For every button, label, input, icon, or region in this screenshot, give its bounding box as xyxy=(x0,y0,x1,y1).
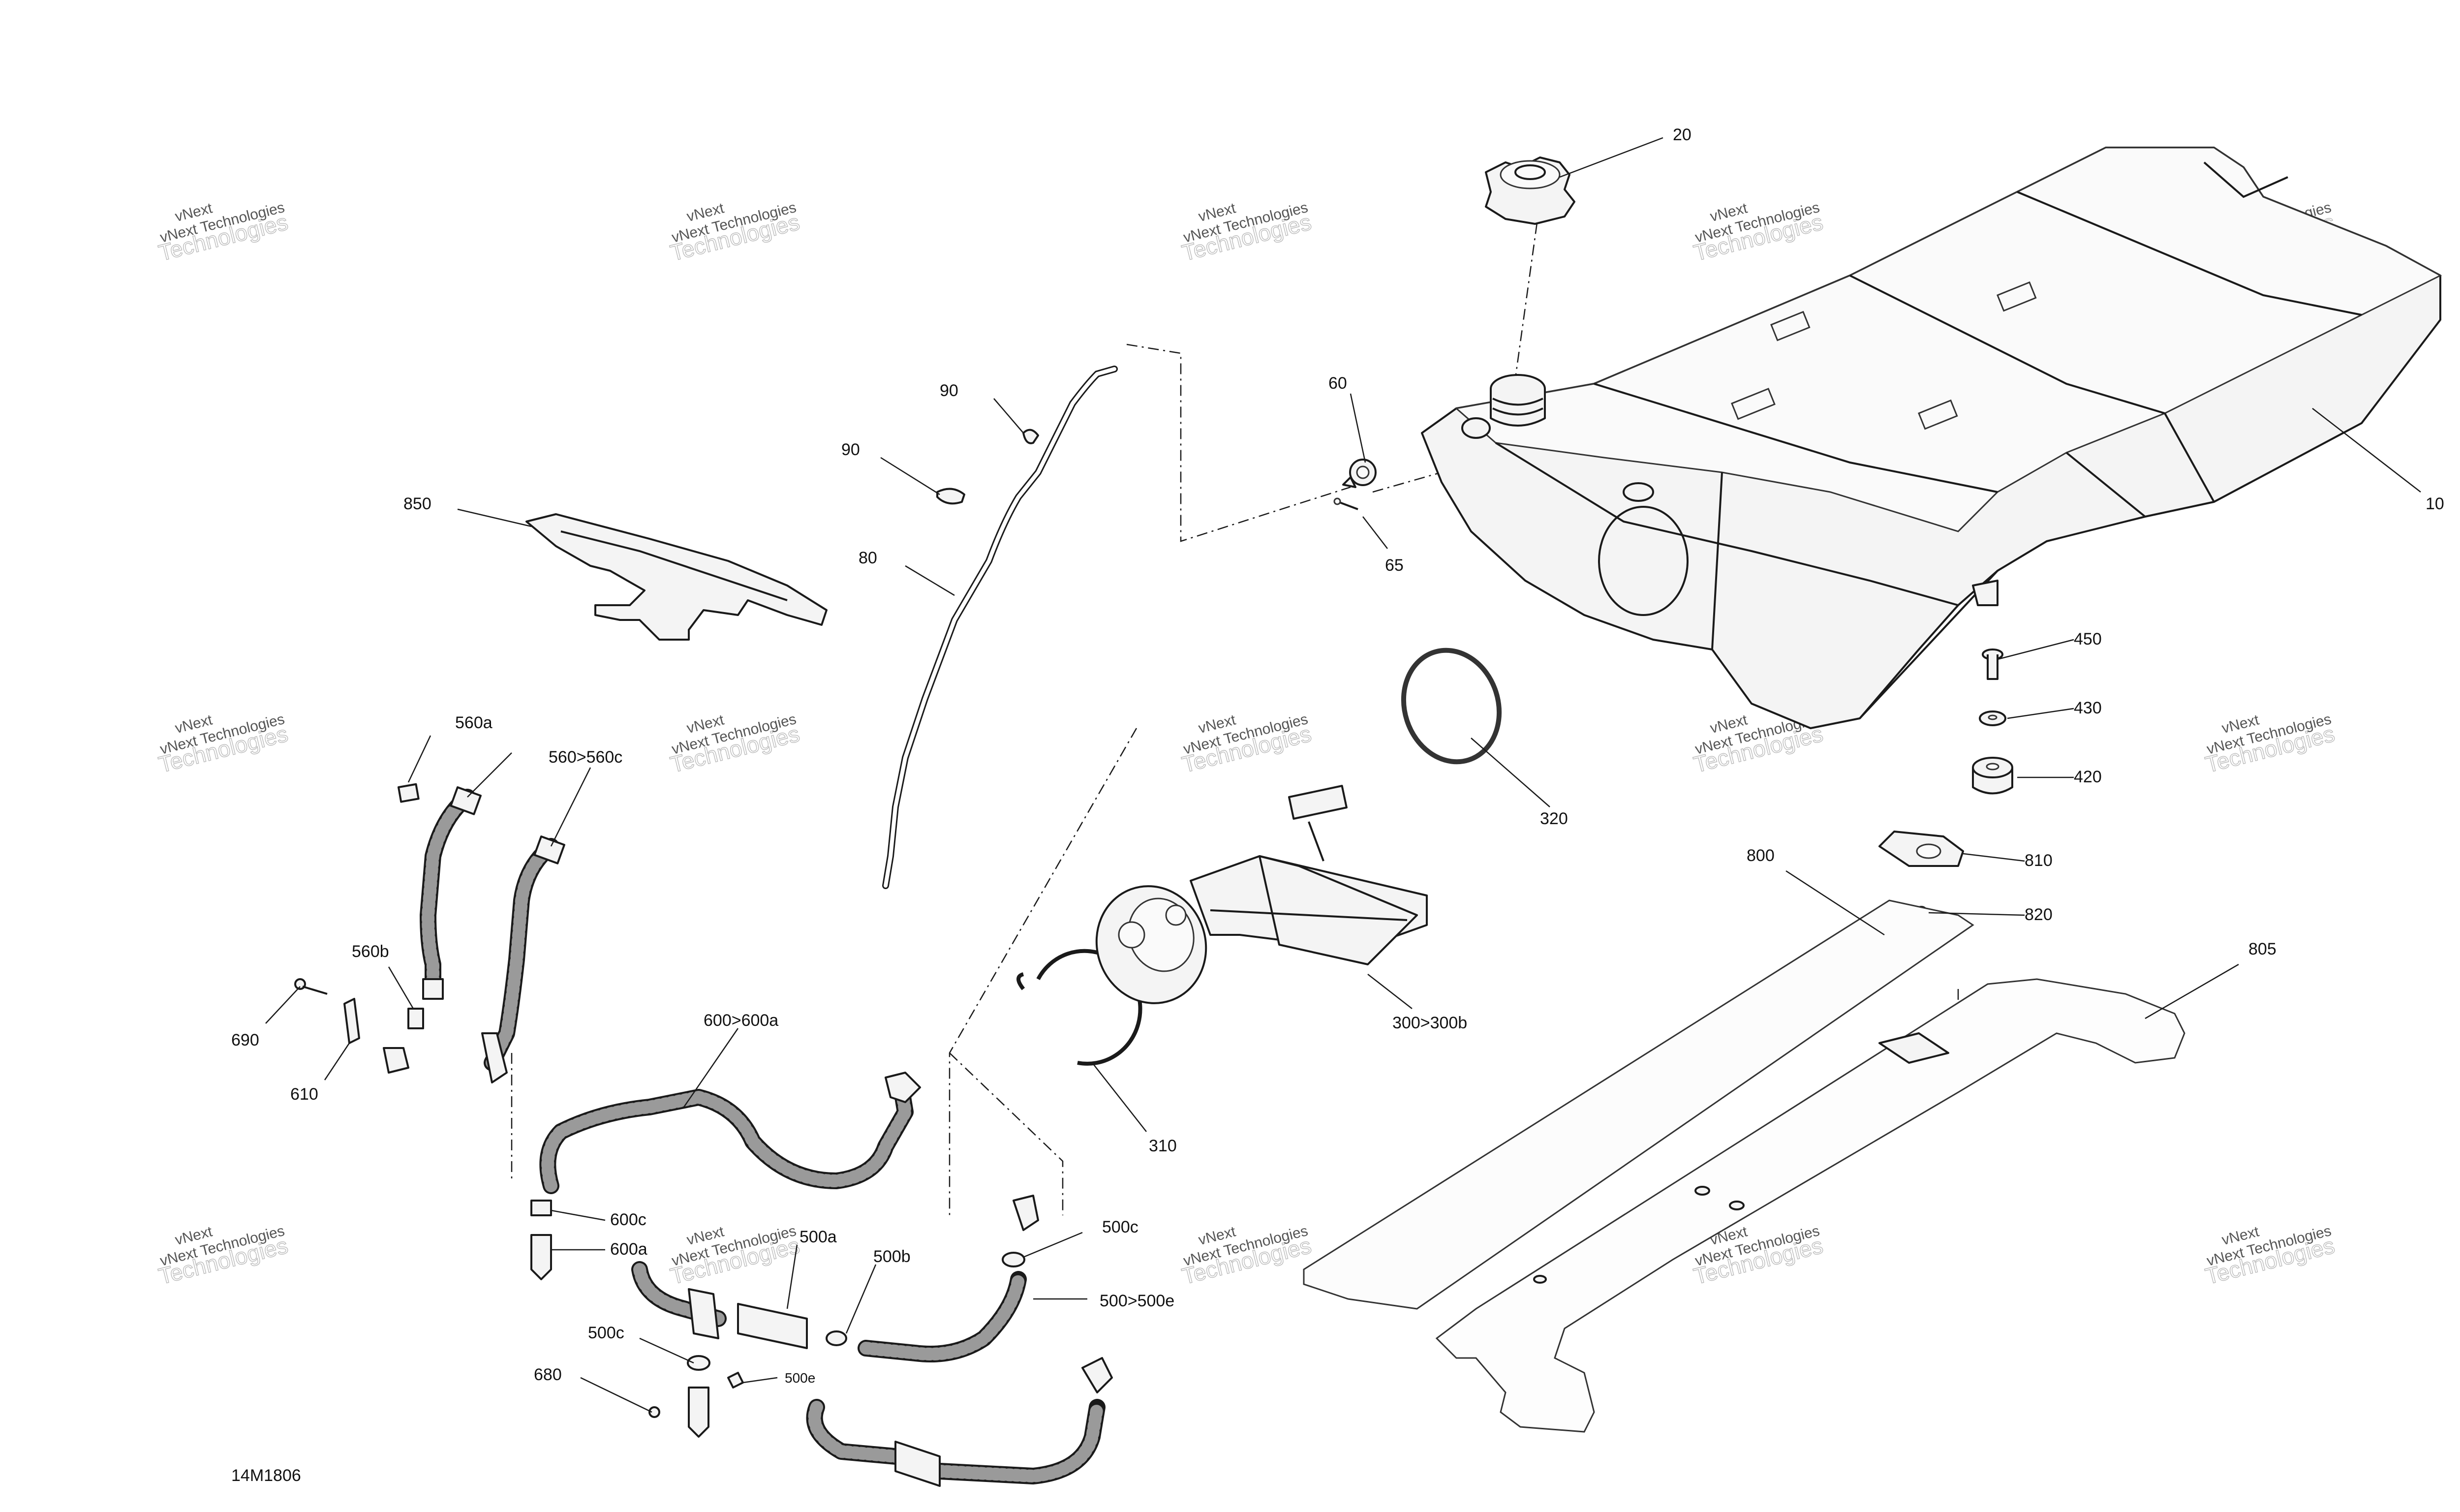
retaining-clip xyxy=(1878,831,1964,867)
hose-sleeve-560a xyxy=(397,783,420,803)
callout-65: 65 xyxy=(1385,556,1404,575)
rollover-valve xyxy=(1342,459,1377,488)
callout-500c-right: 500c xyxy=(1102,1218,1138,1236)
callout-800: 800 xyxy=(1747,846,1775,865)
figure-reference: 14M1806 xyxy=(231,1466,301,1485)
fuel-filter-500a xyxy=(631,1261,808,1349)
leader-lines xyxy=(265,137,2421,1413)
clamp-500c xyxy=(1002,1252,1025,1267)
callout-560-560c: 560>560c xyxy=(549,748,622,767)
watermark: vNext vNext Technologies Technologies xyxy=(2202,711,2337,778)
protective-plate-lower xyxy=(1435,978,2185,1433)
watermark: vNext vNext Technologies Technologies xyxy=(1179,199,1314,266)
callout-10: 10 xyxy=(2426,494,2444,513)
callout-90-lower: 90 xyxy=(841,440,860,459)
callout-500c-left: 500c xyxy=(588,1324,624,1342)
fuel-cap xyxy=(1485,156,1575,225)
callout-690: 690 xyxy=(231,1031,259,1049)
hose-clamp xyxy=(936,488,965,505)
watermark: vNext vNext Technologies Technologies xyxy=(667,711,802,778)
callout-500b: 500b xyxy=(873,1247,911,1266)
callout-600-600a: 600>600a xyxy=(704,1011,778,1030)
pump-o-ring xyxy=(1401,648,1502,765)
callout-320: 320 xyxy=(1540,809,1568,828)
clamp-500c-left xyxy=(687,1355,710,1371)
watermark: vNext vNext Technologies Technologies xyxy=(667,1223,802,1290)
callout-300-300b: 300>300b xyxy=(1392,1014,1467,1032)
callout-60: 60 xyxy=(1328,374,1347,393)
callout-850: 850 xyxy=(403,494,431,513)
callout-450: 450 xyxy=(2074,630,2102,648)
watermark: vNext vNext Technologies Technologies xyxy=(155,711,291,778)
hose-clamp xyxy=(1022,429,1039,444)
fuel-hose-500 xyxy=(806,1195,1113,1487)
callout-310: 310 xyxy=(1149,1137,1177,1155)
heat-shield xyxy=(525,513,828,641)
fuel-pump-module xyxy=(1095,785,1428,1004)
callout-610: 610 xyxy=(290,1085,318,1104)
clamp-500b xyxy=(826,1330,847,1346)
protective-plate-upper xyxy=(1303,899,1974,1310)
callout-805: 805 xyxy=(2248,940,2276,958)
callout-80: 80 xyxy=(859,549,877,567)
watermark: vNext vNext Technologies Technologies xyxy=(667,199,802,266)
watermark: vNext vNext Technologies Technologies xyxy=(1179,711,1314,778)
fuel-hose-560b xyxy=(481,835,565,1083)
callout-500-500e: 500>500e xyxy=(1100,1292,1174,1310)
fuel-hose-600 xyxy=(539,1072,921,1194)
washer xyxy=(1979,710,2006,726)
vent-tube xyxy=(882,366,1118,889)
fuel-hose-560a xyxy=(420,786,482,1000)
callout-500e: 500e xyxy=(785,1370,815,1386)
watermark: vNext vNext Technologies Technologies xyxy=(155,199,291,266)
callout-600c: 600c xyxy=(610,1210,646,1229)
watermark: vNext vNext Technologies Technologies xyxy=(1179,1223,1314,1290)
watermark: vNext vNext Technologies Technologies xyxy=(1691,199,1826,266)
fitting-680 xyxy=(648,1387,709,1438)
callout-600a: 600a xyxy=(610,1240,647,1259)
callout-560b: 560b xyxy=(352,942,389,961)
clamp-600c xyxy=(530,1200,552,1216)
callout-20: 20 xyxy=(1673,125,1691,144)
callout-810: 810 xyxy=(2025,851,2053,870)
watermark: vNext vNext Technologies Technologies xyxy=(2202,1223,2337,1290)
fuel-tank xyxy=(1421,147,2442,729)
mounting-bolt xyxy=(1982,648,2003,680)
bracket-610 xyxy=(343,998,409,1074)
callout-420: 420 xyxy=(2074,768,2102,786)
retaining-pin xyxy=(1333,497,1358,510)
connector-600a xyxy=(530,1234,552,1280)
connector-560b xyxy=(407,1008,424,1029)
callout-90-top: 90 xyxy=(940,381,958,400)
clip-500e xyxy=(727,1372,744,1389)
watermark: vNext vNext Technologies Technologies xyxy=(155,1223,291,1290)
callout-680: 680 xyxy=(534,1365,562,1384)
rubber-grommet xyxy=(1972,757,2013,795)
callout-430: 430 xyxy=(2074,699,2102,717)
callout-560a: 560a xyxy=(455,713,492,732)
callout-820: 820 xyxy=(2025,905,2053,924)
screw-690 xyxy=(294,978,328,995)
callout-500a: 500a xyxy=(800,1228,837,1246)
callout-labels: 10 20 60 65 90 90 80 850 320 300>300b 31… xyxy=(231,125,2444,1386)
